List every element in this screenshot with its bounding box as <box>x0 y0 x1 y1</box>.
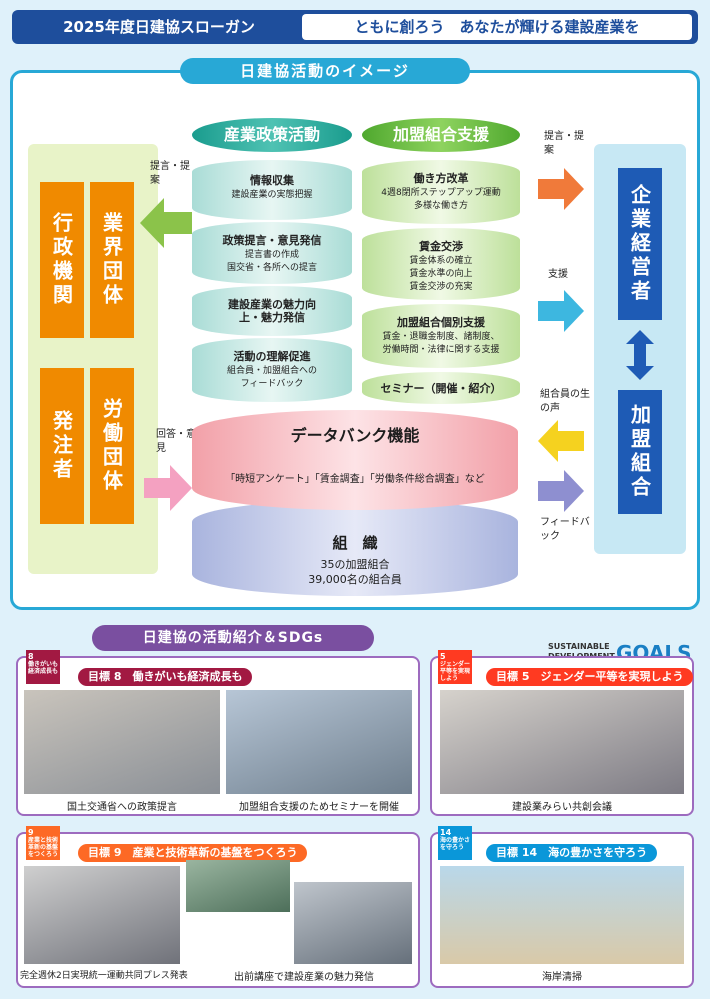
industry-policy-header: 産業政策活動 <box>192 118 352 152</box>
organization-cylinder: 組 織 35の加盟組合 39,000名の組合員 <box>192 500 518 596</box>
support-item-line: 労働時間・法律に関する支援 <box>382 345 500 355</box>
sdg-logo-line1: SUSTAINABLE <box>548 642 610 651</box>
goal-badge-14: 目標 14 海の豊かさを守ろう <box>486 844 658 862</box>
arrow-right-pink-icon <box>144 465 192 511</box>
label-right-shien: 支援 <box>548 269 568 280</box>
support-item-line: 賃金水準の向上 <box>409 269 473 279</box>
sdg-icon-number: 5 <box>440 652 446 661</box>
policy-item-teigen: 政策提言・意見発信 提言書の作成 国交省・各所への提言 <box>192 222 352 284</box>
sdg-8-icon: 8 働きがいも経済成長も <box>26 650 60 684</box>
photo-seminar <box>226 690 412 794</box>
goal-badge-8: 目標 8 働きがいも経済成長も <box>78 668 253 686</box>
policy-item-title: 活動の理解促進 <box>233 350 311 363</box>
label-right-feedback: フィードバック <box>540 517 590 542</box>
slogan-label: 2025年度日建協スローガン <box>63 18 255 36</box>
support-item-chingin: 賃金交渉 賃金体系の確立 賃金水準の向上 賃金交渉の充実 <box>362 228 520 300</box>
support-item-kobetsu: 加盟組合個別支援 賃金・退職金制度、諸制度、 労働時間・法律に関する支援 <box>362 304 520 368</box>
arrow-left-yellow-icon <box>538 420 584 462</box>
slogan-bar: 2025年度日建協スローガン ともに創ろう あなたが輝ける建設産業を <box>12 10 698 44</box>
label-left-kaito: 回答・意見 <box>156 429 196 454</box>
policy-item-line: 提言書の作成 <box>244 250 299 260</box>
org-rodo-dantai: 労働団体 <box>90 368 134 524</box>
support-item-title: 賃金交渉 <box>419 240 463 253</box>
org-hacchusha: 発注者 <box>40 368 84 524</box>
union-support-header: 加盟組合支援 <box>362 118 520 152</box>
policy-item-line: 建設産業の実態把握 <box>231 190 313 200</box>
caption-lecture: 出前講座で建設産業の魅力発信 <box>234 972 374 983</box>
support-item-line: 賃金・退職金制度、諸制度、 <box>382 332 500 342</box>
arrow-left-green-icon <box>140 198 192 248</box>
databank-cylinder: データバンク機能 「時短アンケート」「賃金調査」「労働条件総合調査」など <box>192 410 518 510</box>
double-arrow-icon <box>626 330 654 380</box>
goal-badge-9: 目標 9 産業と技術革新の基盤をつくろう <box>78 844 308 862</box>
organization-line2: 39,000名の組合員 <box>308 573 402 586</box>
caption-mirai-kyoso: 建設業みらい共創会議 <box>512 802 612 813</box>
photo-mirai-kyoso <box>440 690 684 794</box>
organization-title: 組 織 <box>332 534 378 552</box>
photo-beach-cleanup <box>440 866 684 964</box>
org-kigyo-keieisha: 企業経営者 <box>618 168 662 320</box>
support-item-title: セミナー（開催・紹介） <box>380 382 502 395</box>
org-kamei-kumiai: 加盟組合 <box>618 390 662 514</box>
org-gyosei-kikan: 行政機関 <box>40 182 84 338</box>
support-item-title: 加盟組合個別支援 <box>397 316 485 329</box>
photo-mlit-proposal <box>24 690 220 794</box>
support-item-seminar: セミナー（開催・紹介） <box>362 372 520 404</box>
sdg-icon-number: 9 <box>28 828 34 837</box>
arrow-right-orange-icon <box>538 168 584 210</box>
label-right-teigen: 提言・提案 <box>544 131 584 156</box>
support-item-line: 多様な働き方 <box>413 201 468 211</box>
activity-image-title: 日建協活動のイメージ <box>180 58 470 84</box>
sdg-icon-number: 14 <box>440 828 452 837</box>
organization-line1: 35の加盟組合 <box>320 558 390 571</box>
caption-beach-cleanup: 海岸清掃 <box>542 972 582 983</box>
sdgs-section-title: 日建協の活動紹介＆SDGs <box>92 625 374 651</box>
policy-item-line: フィードバック <box>240 379 304 389</box>
sdg-14-icon: 14 海の豊かさを守ろう <box>438 826 472 860</box>
support-item-line: 賃金体系の確立 <box>409 256 473 266</box>
sdg-icon-text: 産業と技術革新の基盤をつくろう <box>28 837 59 858</box>
slogan-text: ともに創ろう あなたが輝ける建設産業を <box>302 14 692 40</box>
photo-lecture-1 <box>186 860 290 912</box>
arrow-right-violet-icon <box>538 470 584 512</box>
databank-title: データバンク機能 <box>290 426 420 445</box>
caption-seminar: 加盟組合支援のためセミナーを開催 <box>239 802 399 813</box>
sdg-icon-text: 働きがいも経済成長も <box>28 661 59 675</box>
databank-text: 「時短アンケート」「賃金調査」「労働条件総合調査」など <box>225 474 485 485</box>
policy-item-title: 情報収集 <box>250 174 294 187</box>
support-item-hatarakikata: 働き方改革 4週8閉所ステップアップ運動 多様な働き方 <box>362 160 520 224</box>
caption-press-release: 完全週休2日実現統一運動共同プレス発表 <box>20 971 188 981</box>
policy-item-joho: 情報収集 建設産業の実態把握 <box>192 160 352 220</box>
label-left-teigen: 提言・提案 <box>150 161 190 186</box>
support-item-title: 働き方改革 <box>413 172 469 185</box>
policy-item-line: 国交省・各所への提言 <box>226 263 317 273</box>
arrow-right-cyan-icon <box>538 290 584 332</box>
policy-item-rikai: 活動の理解促進 組合員・加盟組合への フィードバック <box>192 338 352 402</box>
policy-item-miryoku: 建設産業の魅力向上・魅力発信 <box>192 286 352 336</box>
label-right-nama-no-koe: 組合員の生の声 <box>540 389 590 414</box>
caption-mlit-proposal: 国土交通省への政策提言 <box>67 802 177 813</box>
policy-item-line: 組合員・加盟組合への <box>226 366 317 376</box>
photo-press-release <box>24 866 180 964</box>
policy-item-title: 政策提言・意見発信 <box>222 234 322 247</box>
support-item-line: 賃金交渉の充実 <box>409 282 473 292</box>
sdg-9-icon: 9 産業と技術革新の基盤をつくろう <box>26 826 60 860</box>
sdg-icon-number: 8 <box>28 652 34 661</box>
org-gyokai-dantai: 業界団体 <box>90 182 134 338</box>
policy-item-title: 建設産業の魅力向上・魅力発信 <box>228 298 316 324</box>
sdg-icon-text: ジェンダー平等を実現しよう <box>440 661 471 682</box>
goal-badge-5: 目標 5 ジェンダー平等を実現しよう <box>486 668 694 686</box>
support-item-line: 4週8閉所ステップアップ運動 <box>381 188 501 198</box>
sdg-icon-text: 海の豊かさを守ろう <box>440 837 471 851</box>
photo-lecture-2 <box>294 882 412 964</box>
sdg-5-icon: 5 ジェンダー平等を実現しよう <box>438 650 472 684</box>
